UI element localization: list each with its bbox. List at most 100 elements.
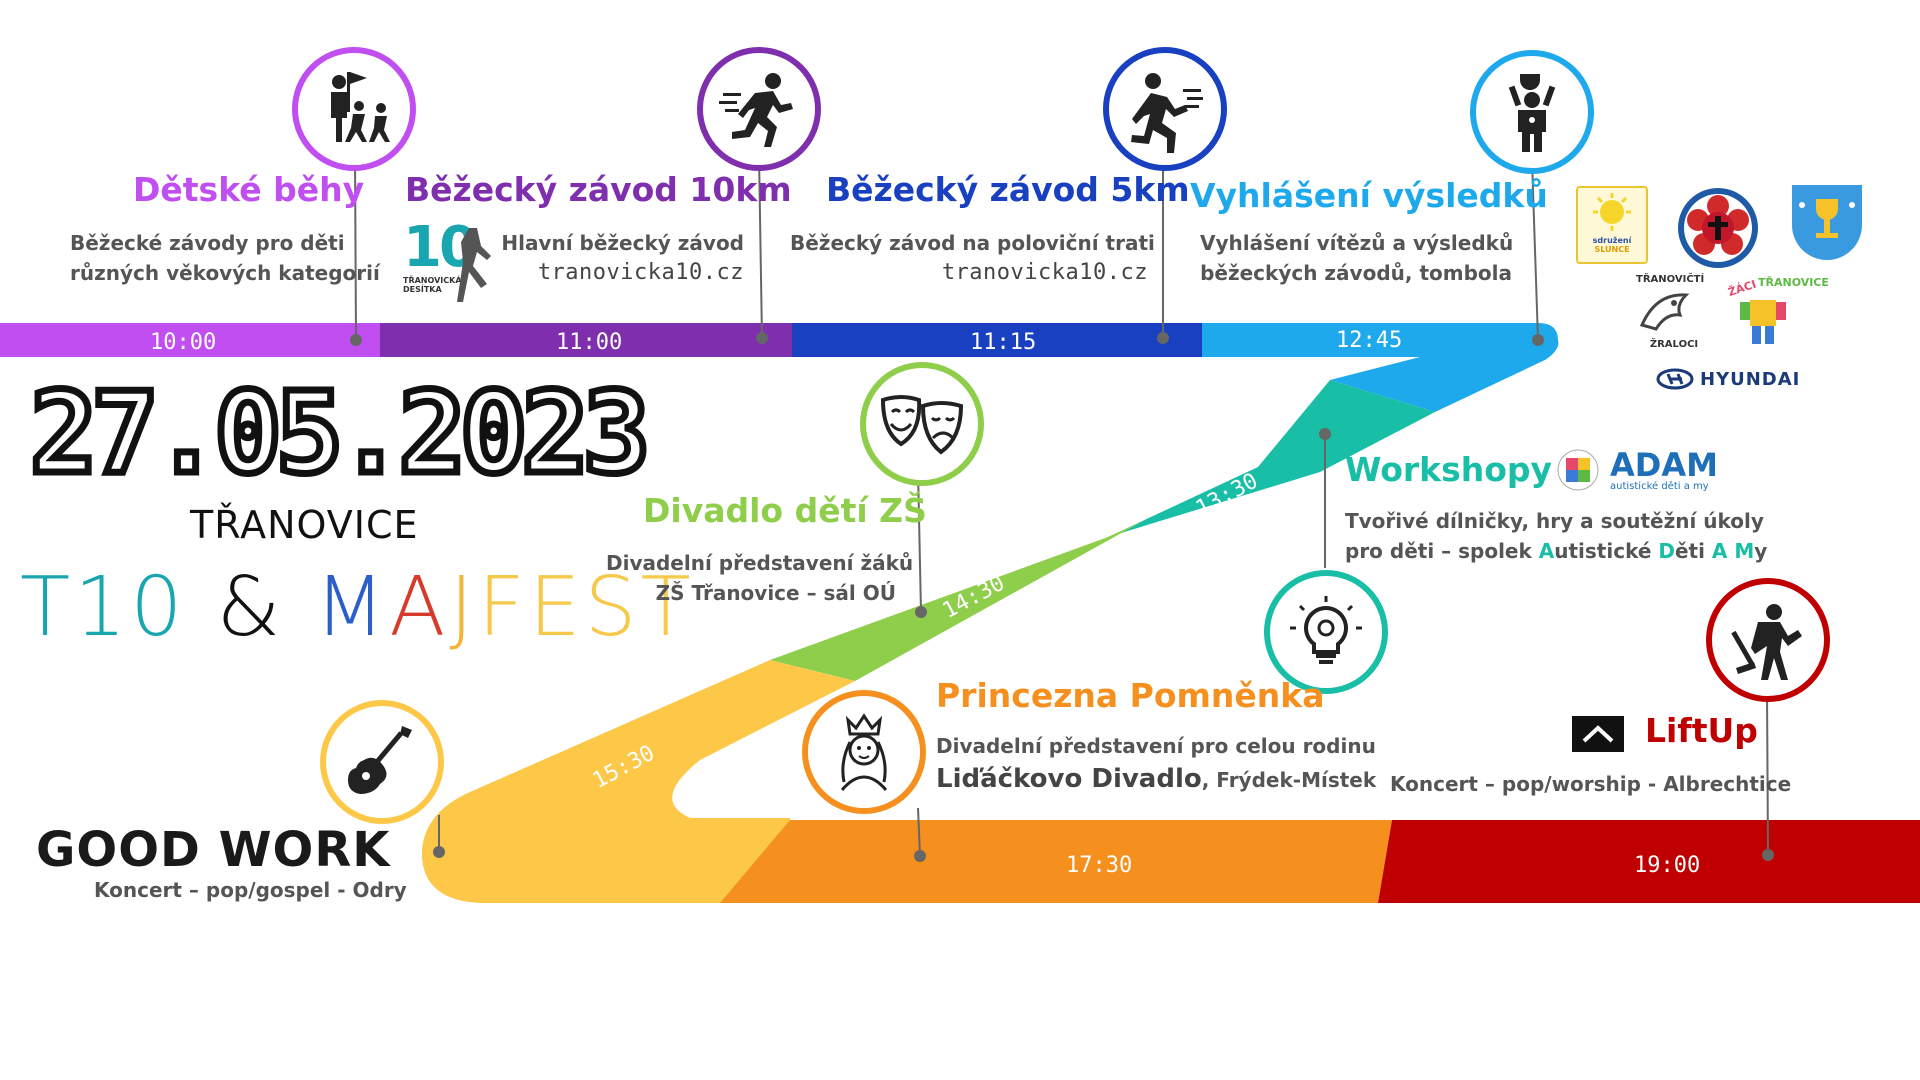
event-title-z5: Běžecký závod 5km <box>826 170 1190 209</box>
time-label: 12:45 <box>1336 328 1402 353</box>
desc-line: Běžecký závod na poloviční trati <box>790 231 1155 255</box>
segment-detske <box>0 323 380 357</box>
desc-line: Hlavní běžecký závod <box>501 231 744 255</box>
guitar-icon <box>320 700 444 824</box>
lightbulb-gear-icon <box>1264 570 1388 694</box>
desc-part: M <box>1734 539 1755 563</box>
desc-part: pro děti – spolek <box>1345 539 1539 563</box>
time-label: 11:00 <box>556 330 622 355</box>
event-desc-liftup: Koncert – pop/worship - Albrechtice <box>1390 772 1792 796</box>
fest-part: & <box>186 560 315 655</box>
desc-line-colored: pro děti – spolek Autistické Děti A My <box>1345 536 1767 566</box>
sponsor-text: TŘANOVIČTÍ <box>1636 274 1705 285</box>
desc-part: A <box>1538 539 1555 563</box>
fest-part: A <box>389 560 450 655</box>
trophy-winner-icon <box>1470 50 1594 174</box>
sponsor-sdruzeni-slunce: sdružení SLUNCE <box>1576 186 1648 264</box>
desc-part: utistické <box>1554 539 1659 563</box>
time-label: 10:00 <box>150 330 216 355</box>
event-desc-princezna: Divadelní představení pro celou rodinu <box>936 734 1376 758</box>
event-title-z10: Běžecký závod 10km <box>405 170 792 209</box>
fest-part: T10 <box>20 560 187 655</box>
fest-part: M <box>314 560 390 655</box>
event-desc-z5: Běžecký závod na poloviční trati tranovi… <box>790 228 1155 288</box>
desc-line: různých věkových kategorií <box>70 261 380 285</box>
event-desc-divadlo: Divadelní představení žáků ZŠ Třanovice … <box>606 548 914 608</box>
puzzle-heart-icon <box>1557 449 1599 491</box>
segment-z10 <box>380 323 792 357</box>
tranovicka-desitka-logo: 10 TŘANOVICKÁ DESÍTKA <box>403 220 503 310</box>
hyundai-logo-icon <box>1656 368 1694 390</box>
time-label: 13:30 <box>1192 469 1262 522</box>
segment-workshopy <box>1108 380 1435 537</box>
rock-singer-icon <box>1706 578 1830 702</box>
time-label: 14:30 <box>939 571 1009 624</box>
logo-line: DESÍTKA <box>403 285 442 294</box>
runner-icon <box>1103 47 1227 171</box>
desc-line: Divadelní představení žáků <box>606 551 914 575</box>
segment-goodwork-diag <box>421 660 855 903</box>
event-title-vysledky: Vyhlášení výsledků <box>1190 176 1548 215</box>
date-display: 27.05.2023 <box>27 366 654 503</box>
adam-logo-subtext: autistické děti a my <box>1610 480 1709 492</box>
svg-text:27.05.2023: 27.05.2023 <box>30 369 644 499</box>
event-desc-princezna-2: Liďáčkovo Divadlo, Frýdek-Místek <box>936 764 1376 794</box>
event-link[interactable]: tranovicka10.cz <box>941 260 1148 285</box>
adam-logo: ADAM autistické děti a my <box>1556 448 1718 492</box>
event-desc-vysledky: Vyhlášení vítězů a výsledků běžeckých zá… <box>1200 228 1514 288</box>
sponsor-text: HYUNDAI <box>1700 368 1801 390</box>
theater-masks-icon <box>860 362 984 486</box>
time-label: 19:00 <box>1634 853 1700 878</box>
desc-part: D <box>1658 539 1675 563</box>
segment-princezna-main <box>720 820 1392 903</box>
desc-line: Tvořivé dílničky, hry a soutěžní úkoly <box>1345 509 1764 533</box>
desc-part: A <box>1711 539 1728 563</box>
sponsor-text: ŽRALOCI <box>1649 339 1699 350</box>
fest-part: FEST <box>477 560 695 655</box>
theatre-city: , Frýdek-Místek <box>1201 768 1377 792</box>
svg-text:ŽÁCI: ŽÁCI <box>1727 278 1758 299</box>
event-title-liftup: LiftUp <box>1645 711 1758 750</box>
theatre-name: Liďáčkovo Divadlo <box>936 764 1202 794</box>
luther-rose-icon <box>1676 186 1760 274</box>
sponsor-zraloci: TŘANOVIČTÍ ŽRALOCI <box>1636 274 1712 354</box>
segment-liftup <box>1378 820 1920 903</box>
time-label: 11:15 <box>970 330 1036 355</box>
fest-part: J <box>449 560 478 655</box>
desc-line: běžeckých závodů, tombola <box>1200 261 1512 285</box>
runner-icon <box>697 47 821 171</box>
municipal-coat-of-arms-icon <box>1790 183 1864 265</box>
sponsor-hyundai: HYUNDAI <box>1656 368 1800 390</box>
desc-line: Vyhlášení vítězů a výsledků <box>1200 231 1514 255</box>
event-title-divadlo: Divadlo dětí ZŠ <box>643 491 927 530</box>
event-title-princezna: Princezna Pomněnka <box>936 676 1325 715</box>
desc-line: Běžecké závody pro děti <box>70 231 345 255</box>
time-label: 17:30 <box>1066 853 1132 878</box>
event-desc-z10: Hlavní běžecký závod tranovicka10.cz <box>480 228 744 288</box>
event-desc-workshopy: Tvořivé dílničky, hry a soutěžní úkoly p… <box>1345 506 1767 566</box>
event-title-detske: Dětské běhy <box>133 170 365 209</box>
desc-part: y <box>1754 539 1768 563</box>
sponsor-tranovice-kids: ŽÁCI TŘANOVICE <box>1718 272 1829 356</box>
segment-vysledky-curve <box>1330 323 1559 412</box>
place-name: TŘANOVICE <box>190 503 419 547</box>
desc-line: ZŠ Třanovice – sál OÚ <box>655 581 896 605</box>
sponsor-text: SLUNCE <box>1594 245 1630 254</box>
adam-logo-text: ADAM <box>1610 445 1718 484</box>
festival-title: T10 & MAJFEST <box>20 560 695 655</box>
desc-part: ěti <box>1674 539 1712 563</box>
kids-running-icon <box>292 47 416 171</box>
event-link[interactable]: tranovicka10.cz <box>537 260 744 285</box>
event-title-workshopy: Workshopy <box>1345 450 1553 489</box>
segment-divadlo <box>770 520 1145 681</box>
svg-text:TŘANOVICE: TŘANOVICE <box>1758 276 1829 289</box>
chevron-up-icon <box>1572 716 1624 752</box>
sponsor-text: sdružení <box>1592 236 1632 245</box>
logo-line: TŘANOVICKÁ <box>403 276 462 285</box>
segment-z5 <box>792 323 1202 357</box>
event-desc-goodwork: Koncert – pop/gospel - Odry <box>94 878 407 902</box>
event-desc-detske: Běžecké závody pro děti různých věkových… <box>70 228 380 288</box>
princess-icon <box>802 690 926 814</box>
event-title-goodwork: GOOD WORK <box>36 822 391 878</box>
